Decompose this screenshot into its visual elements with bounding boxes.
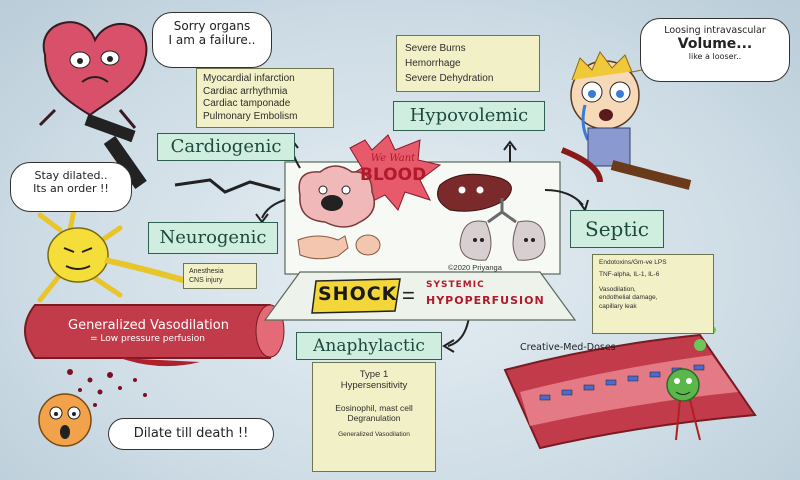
crying-boy-character (560, 51, 692, 190)
note-anaphylactic-causes: Type 1 Hypersensitivity Eosinophil, mast… (312, 362, 436, 472)
hand-character (297, 235, 349, 260)
label-anaphylactic: Anaphylactic (296, 332, 442, 360)
face-speech-text: Dilate till death !! (133, 426, 249, 441)
cause-item: Eosinophil, mast cell (335, 403, 413, 413)
shock-systemic: SYSTEMIC (426, 280, 485, 290)
shock-title: SHOCK (318, 283, 398, 305)
label-cardiogenic: Cardiogenic (157, 133, 295, 161)
heart-speech-line-2: I am a failure.. (168, 33, 256, 47)
boy-speech-line-3: like a looser.. (688, 52, 742, 61)
cause-item: Cardiac arrhythmia (203, 85, 288, 97)
heart-speech-bubble: Sorry organs I am a failure.. (152, 12, 272, 68)
shock-hypoperfusion: HYPOPERFUSION (426, 294, 545, 307)
ecg-scribble (174, 178, 281, 194)
cause-item: Hypersensitivity (340, 380, 408, 391)
cause-item: TNF-alpha, IL-1, IL-6 (599, 271, 660, 279)
shock-equals: = (402, 283, 415, 308)
vessel-title: Generalized Vasodilation (68, 318, 229, 333)
watermark: Creative-Med-Doses (520, 342, 616, 353)
cause-item: Hemorrhage (405, 58, 461, 69)
cause-item: Anesthesia (189, 268, 224, 275)
label-neurogenic: Neurogenic (148, 222, 278, 254)
note-neurogenic-causes: Anesthesia CNS injury (183, 263, 257, 290)
nerve-speech-line-2: Its an order !! (33, 182, 109, 195)
we-want-text: We Want (370, 153, 416, 164)
nerve-speech-line-1: Stay dilated.. (34, 169, 108, 182)
nerve-speech-bubble: Stay dilated.. Its an order !! (10, 162, 132, 212)
boy-speech-bubble: Loosing intravascular Volume... like a l… (640, 18, 790, 82)
arrow-to-neurogenic (261, 199, 286, 219)
face-speech-bubble: Dilate till death !! (108, 418, 274, 450)
cause-item: capillary leak (599, 302, 637, 310)
scattered-blood-drops (67, 369, 147, 407)
foot-character (355, 234, 381, 256)
cause-item: Myocardial infarction (203, 73, 295, 84)
hammer-icon (84, 113, 147, 189)
note-hypovolemic-causes: Severe Burns Hemorrhage Severe Dehydrati… (396, 35, 540, 92)
liver-character (437, 173, 512, 212)
cause-item: Endotoxins/Gm-ve LPS (599, 259, 667, 266)
blood-text: BLOOD (360, 165, 427, 185)
note-cardiogenic-causes: Myocardial infarction Cardiac arrhythmia… (196, 68, 334, 128)
shocked-face-character (38, 393, 92, 447)
cause-item: Severe Burns (405, 43, 466, 54)
cause-item: CNS injury (189, 277, 223, 285)
shock-highlight (311, 278, 401, 314)
cause-item: Generalized Vasodilation (338, 431, 410, 438)
cause-item: endothelial damage, (599, 294, 658, 302)
brain-character (298, 165, 375, 228)
label-hypovolemic: Hypovolemic (393, 101, 545, 131)
cause-item: Vasodilation, (599, 285, 636, 293)
cause-item: Degranulation (347, 413, 401, 423)
label-septic: Septic (570, 210, 664, 248)
nerve-cell-character (37, 202, 201, 303)
cause-item: Pulmonary Embolism (203, 110, 298, 122)
cause-item: Type 1 (359, 369, 389, 380)
lungs-character (459, 198, 546, 261)
sad-heart-character (38, 21, 148, 129)
vessel-subtitle: = Low pressure perfusion (90, 334, 205, 344)
heart-speech-line-1: Sorry organs (173, 19, 251, 33)
cause-item: Severe Dehydration (405, 73, 494, 84)
copyright-text: ©2020 Priyanga (448, 263, 502, 272)
bacteria-character (666, 326, 716, 441)
note-septic-causes: Endotoxins/Gm-ve LPS TNF-alpha, IL-1, IL… (592, 254, 714, 334)
cause-item: Cardiac tamponade (203, 98, 291, 109)
boy-speech-line-2: Volume... (677, 36, 753, 52)
boy-speech-line-1: Loosing intravascular (664, 25, 766, 36)
